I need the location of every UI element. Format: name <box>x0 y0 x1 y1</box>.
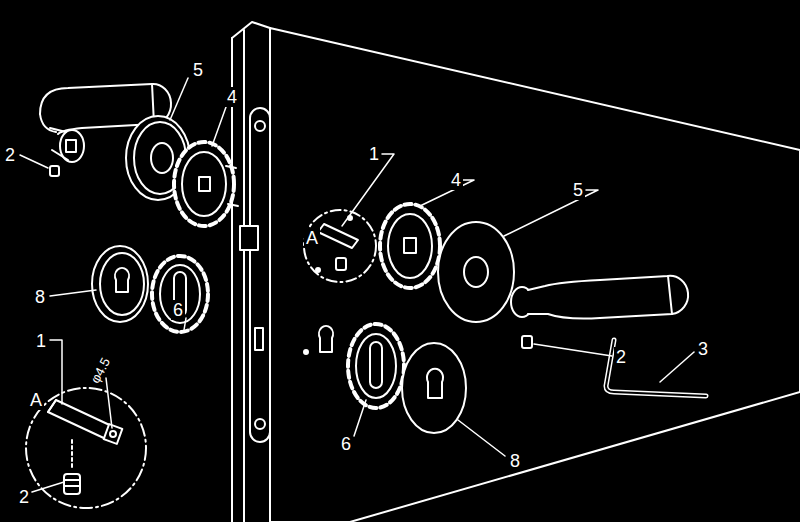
cylinder-slot <box>370 342 382 388</box>
escutcheon-cover <box>402 343 466 433</box>
leader-line <box>660 352 694 382</box>
callout-number: 4 <box>449 170 463 190</box>
leader-line <box>342 154 394 226</box>
square-hole <box>199 177 210 191</box>
grub-screw <box>522 336 532 348</box>
allen-key-inner <box>606 340 706 396</box>
spindle <box>318 224 358 248</box>
rose-base-ring <box>182 152 226 216</box>
leader-line <box>458 420 505 456</box>
rose-hole <box>151 143 173 173</box>
leader-line <box>534 344 612 356</box>
rose-hole <box>464 257 488 287</box>
escutcheon-base <box>348 324 404 408</box>
leader-line <box>212 107 226 146</box>
callout-number: 1 <box>34 331 48 351</box>
callout-number: 2 <box>614 347 628 367</box>
latch-bolt <box>240 226 258 250</box>
grub-screw <box>64 474 80 494</box>
leader-lines <box>20 78 694 492</box>
rose-cover <box>438 222 514 322</box>
leader-line <box>50 340 62 404</box>
callout-number: 4 <box>225 87 239 107</box>
callout-number: 3 <box>696 339 710 359</box>
escutcheon-base <box>152 256 208 332</box>
escutcheon-base-ring <box>160 265 200 323</box>
leader-line <box>170 78 188 120</box>
callout-number: 8 <box>33 287 47 307</box>
rose-base <box>174 142 234 226</box>
door-face <box>270 28 800 522</box>
door-edge <box>231 38 233 522</box>
cylinder-hole <box>319 326 333 352</box>
callout-number: 8 <box>508 451 522 471</box>
allen-key <box>606 340 706 396</box>
callout-number: 2 <box>3 145 17 165</box>
keyhole <box>115 268 129 292</box>
dot <box>316 268 320 272</box>
escutcheon-base-ring <box>356 334 396 398</box>
rose-base-ring <box>388 214 432 278</box>
escutcheon-cover <box>92 246 148 322</box>
dot <box>304 350 308 354</box>
spindle-end <box>104 424 123 444</box>
lock-faceplate <box>250 108 270 442</box>
callout-number: A <box>304 228 320 248</box>
grub-screw <box>336 258 346 270</box>
lever-end <box>668 276 672 314</box>
rose-base <box>380 204 440 288</box>
leader-line <box>420 180 474 206</box>
screw-thread <box>64 485 80 487</box>
leader-line <box>50 290 96 296</box>
spindle-hole <box>66 140 76 152</box>
grub-screw <box>50 166 59 176</box>
detail-circle <box>304 210 376 282</box>
leader-line <box>32 482 64 492</box>
callout-number: 6 <box>339 434 353 454</box>
door-edge <box>243 30 245 522</box>
callout-number: 2 <box>17 487 31 507</box>
faceplate-screw <box>255 121 265 131</box>
square-hole <box>404 238 416 253</box>
callout-number: 5 <box>191 60 205 80</box>
lever-neck-line <box>52 150 68 160</box>
keyhole <box>427 369 443 398</box>
screw-thread <box>64 479 80 481</box>
dimension-label: φ4.5 <box>86 353 114 387</box>
faceplate-screw <box>255 419 265 429</box>
detail-circle <box>26 388 146 508</box>
callout-number: 6 <box>171 300 185 320</box>
callout-number: 5 <box>571 180 585 200</box>
callout-number: 1 <box>367 144 381 164</box>
fixing-pin <box>228 204 238 206</box>
deadbolt <box>255 328 263 350</box>
lever-handle <box>528 276 688 319</box>
leader-line <box>20 155 48 168</box>
spindle-edge <box>48 400 56 412</box>
leader-line <box>354 400 366 436</box>
escutcheon-rim <box>100 253 144 315</box>
spindle-bore <box>110 431 116 437</box>
axis-line <box>71 440 73 470</box>
fixing-pin <box>226 166 236 168</box>
callout-number: A <box>28 390 44 410</box>
door-top <box>232 22 270 38</box>
lever-neck-line <box>50 128 66 132</box>
leader-line <box>106 378 112 428</box>
